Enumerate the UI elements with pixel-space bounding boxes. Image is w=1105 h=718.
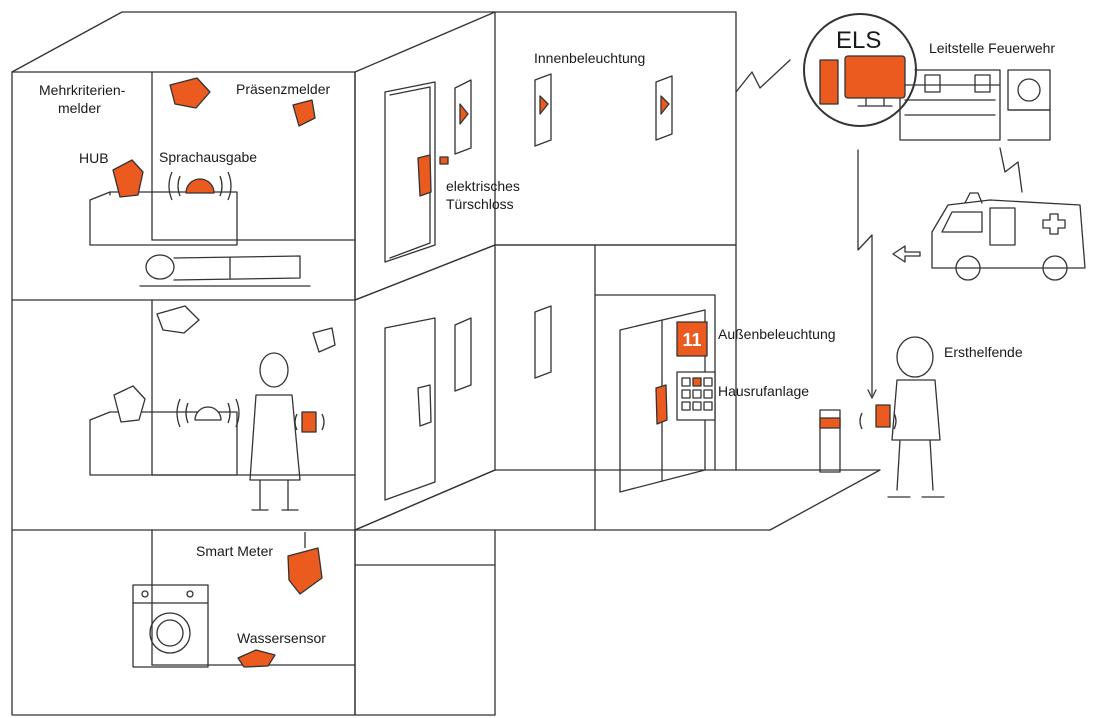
sound-waves (168, 171, 897, 431)
ersthelfende-icon (887, 336, 945, 498)
label-innenbeleuchtung: Innenbeleuchtung (534, 50, 646, 66)
light-icon-1 (454, 79, 472, 155)
label-ersthelfende: Ersthelfende (944, 344, 1023, 360)
door-lock-sensor (439, 156, 449, 165)
label-tuerschloss-2: Türschloss (446, 196, 514, 212)
label-praesenzmelder: Präsenzmelder (236, 81, 331, 97)
presence-detector-grey (312, 327, 336, 353)
label-els: ELS (836, 27, 882, 54)
label-leitstelle: Leitstelle Feuerwehr (929, 40, 1056, 56)
signal-station-ambulance (999, 147, 1023, 193)
door-lock-grey (417, 384, 432, 427)
smart-meter-icon (287, 547, 323, 595)
label-mehrkriterienmelder-2: melder (58, 100, 101, 116)
label-wassersensor: Wassersensor (237, 630, 326, 646)
wrist-device-icon (301, 411, 317, 433)
door-middle (384, 317, 436, 501)
signal-house-els (735, 59, 791, 93)
arrow-to-responder (892, 245, 921, 263)
table-upper (89, 191, 238, 246)
table-middle (89, 411, 238, 476)
standing-person (249, 352, 301, 511)
hub-grey (113, 385, 146, 423)
house-number: 11 (682, 330, 701, 350)
entrance-lock-icon (655, 384, 668, 425)
light-icon-2 (534, 73, 552, 147)
lying-person (139, 254, 311, 287)
label-tuerschloss-1: elektrisches (446, 178, 520, 194)
label-hub: HUB (79, 150, 109, 166)
label-aussenbeleuchtung: Außenbeleuchtung (718, 326, 836, 342)
building-outline (11, 11, 881, 716)
bollard-light (819, 417, 841, 429)
light-grey-2 (534, 305, 552, 379)
washing-machine-icon (132, 584, 209, 668)
door-lock-icon (417, 154, 432, 197)
multi-criteria-detector-icon (169, 77, 211, 109)
speaker-grey (194, 406, 222, 421)
responder-phone-icon (875, 404, 891, 428)
presence-detector-icon (292, 99, 316, 127)
label-mehrkriterienmelder-1: Mehrkriterien- (39, 82, 126, 98)
house-number-light-icon (676, 321, 708, 357)
bollard-icon (819, 409, 841, 473)
light-grey-1 (454, 317, 472, 392)
label-sprachausgabe: Sprachausgabe (159, 149, 258, 165)
fire-station-icon (899, 69, 1051, 141)
ambulance-icon (931, 192, 1086, 281)
signal-arrowhead (867, 389, 877, 399)
intercom-icon (676, 371, 716, 421)
computer-icon (819, 55, 906, 107)
signal-els-responder (857, 149, 873, 396)
label-hausrufanlage: Hausrufanlage (718, 383, 810, 399)
light-icon-3 (655, 75, 673, 141)
multi-criteria-detector-grey (156, 305, 200, 334)
speaker-icon (185, 178, 215, 194)
water-sensor-icon (237, 649, 276, 668)
label-smart-meter: Smart Meter (196, 543, 274, 559)
hub-icon (112, 159, 144, 198)
